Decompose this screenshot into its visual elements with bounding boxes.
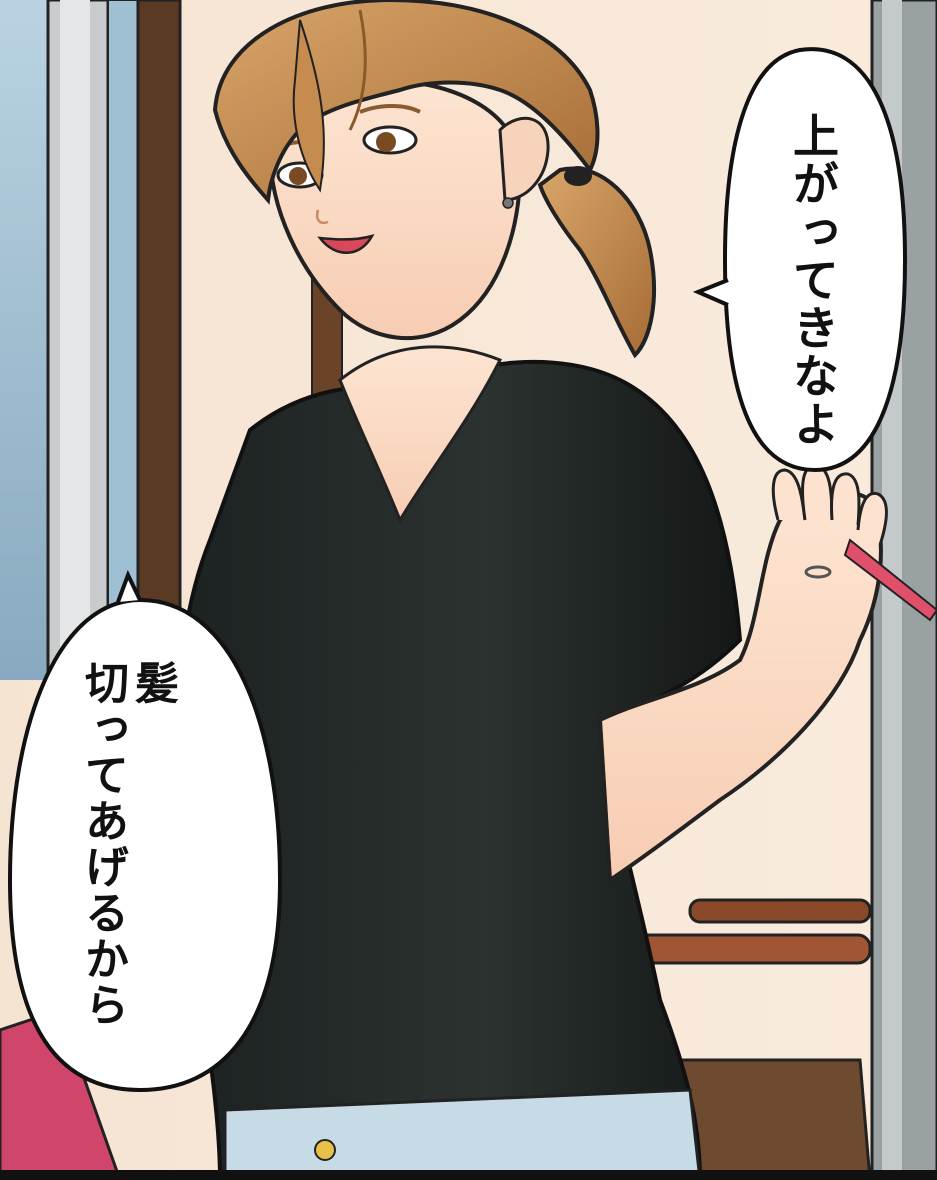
window-glass — [0, 0, 52, 680]
salon-chair-arm-2 — [628, 933, 872, 965]
speech-text-right: 上がってきなよ — [786, 112, 840, 448]
right-iris — [376, 132, 396, 152]
finger-2 — [801, 463, 834, 521]
speech-text-left: 髪 切ってあげるから — [77, 660, 178, 1028]
jeans — [223, 1088, 702, 1180]
finger-4 — [856, 491, 888, 546]
bottom-strip — [0, 1170, 937, 1180]
hair-tie — [564, 166, 592, 186]
speech-line: 髪 — [127, 660, 178, 706]
speech-line: 上がってきなよ — [786, 112, 840, 448]
neck-skin — [338, 345, 503, 524]
ear — [498, 116, 550, 202]
jeans-button — [314, 1139, 336, 1161]
red-pen — [843, 538, 937, 622]
speech-bubble-right — [722, 47, 908, 473]
ponytail — [537, 166, 657, 359]
speech-bubble-left-tail — [116, 569, 142, 603]
door-frame — [136, 0, 182, 622]
nose — [315, 209, 329, 225]
window-frame-inner — [60, 0, 90, 700]
glass-pane — [107, 0, 139, 661]
hair-bangs — [292, 19, 325, 193]
hair — [212, 0, 600, 205]
right-eyebrow — [359, 104, 421, 114]
mouth — [317, 233, 375, 254]
hair-strands — [348, 9, 367, 131]
speech-line: 切ってあげるから — [77, 660, 128, 1028]
speech-bubble-right-tail — [692, 278, 729, 307]
speech-bubble-left — [7, 597, 283, 1093]
wedding-ring — [804, 565, 832, 579]
finger-3 — [830, 472, 861, 526]
earring — [502, 197, 514, 209]
left-iris — [289, 167, 307, 185]
salon-chair-arm — [688, 898, 872, 924]
